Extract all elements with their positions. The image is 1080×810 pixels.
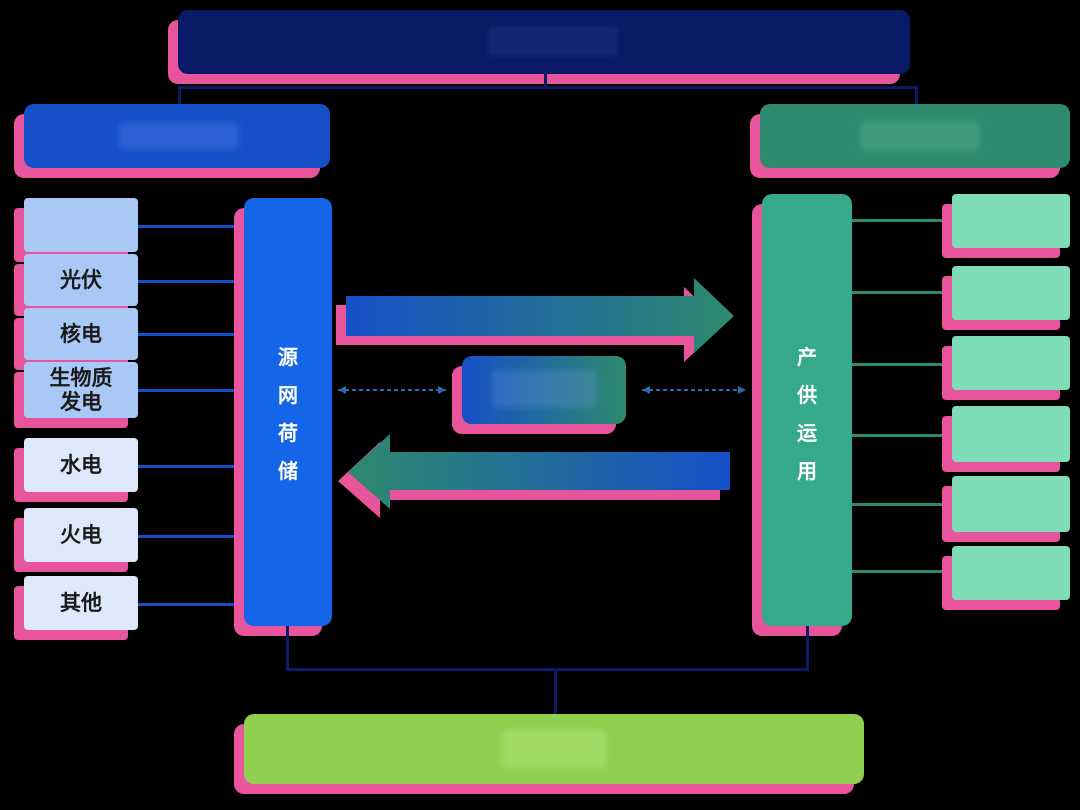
bottom-connector-horizontal bbox=[286, 668, 809, 671]
bottom-connector-center bbox=[554, 668, 557, 714]
source-label: 核电 bbox=[60, 321, 102, 346]
source-grid-load-storage-column: 源 网 荷 储 bbox=[244, 198, 332, 626]
consumer-item bbox=[952, 546, 1070, 600]
source-connector bbox=[138, 465, 244, 468]
source-label: 生物质 发电 bbox=[49, 365, 113, 414]
center-platform-placeholder bbox=[492, 370, 596, 408]
top-connector-center bbox=[544, 74, 547, 88]
source-connector bbox=[138, 389, 244, 392]
source-item-other: 其他 bbox=[24, 576, 138, 630]
column-char: 网 bbox=[278, 383, 298, 407]
column-char: 荷 bbox=[278, 421, 298, 445]
top-connector-left bbox=[178, 86, 181, 104]
consumer-item bbox=[952, 194, 1070, 248]
source-item-thermal: 火电 bbox=[24, 508, 138, 562]
consumer-item bbox=[952, 336, 1070, 390]
column-char: 供 bbox=[797, 383, 817, 407]
consumer-connector bbox=[852, 363, 952, 366]
bottom-summary-placeholder bbox=[502, 730, 606, 768]
column-char: 产 bbox=[797, 345, 817, 369]
right-header-box bbox=[760, 104, 1070, 168]
column-char: 运 bbox=[797, 421, 817, 445]
production-supply-operation-use-column: 产 供 运 用 bbox=[762, 194, 852, 626]
top-title-placeholder bbox=[488, 26, 618, 56]
source-item-blank bbox=[24, 198, 138, 252]
consumer-connector bbox=[852, 570, 952, 573]
consumer-item bbox=[952, 476, 1070, 532]
top-title-box bbox=[178, 10, 910, 74]
source-item-hydro: 水电 bbox=[24, 438, 138, 492]
source-item-solar: 光伏 bbox=[24, 254, 138, 306]
column-char: 源 bbox=[278, 345, 298, 369]
column-char: 储 bbox=[278, 459, 298, 483]
source-label: 水电 bbox=[60, 452, 102, 477]
source-item-nuclear: 核电 bbox=[24, 308, 138, 360]
top-connector-right bbox=[915, 86, 918, 104]
consumer-connector bbox=[852, 291, 952, 294]
consumer-item bbox=[952, 266, 1070, 320]
source-connector bbox=[138, 280, 244, 283]
source-connector bbox=[138, 535, 244, 538]
bottom-connector-left bbox=[286, 626, 289, 670]
consumer-connector bbox=[852, 503, 952, 506]
column-char: 用 bbox=[797, 459, 817, 483]
left-header-box bbox=[24, 104, 330, 168]
consumer-connector bbox=[852, 434, 952, 437]
source-label: 火电 bbox=[60, 522, 102, 547]
right-header-placeholder bbox=[860, 122, 980, 150]
source-connector bbox=[138, 333, 244, 336]
consumer-connector bbox=[852, 219, 952, 222]
source-item-biomass: 生物质 发电 bbox=[24, 362, 138, 418]
consumer-item bbox=[952, 406, 1070, 462]
left-header-placeholder bbox=[119, 122, 239, 150]
source-label: 其他 bbox=[60, 590, 102, 615]
bottom-summary-box bbox=[244, 714, 864, 784]
source-connector bbox=[138, 225, 244, 228]
source-connector bbox=[138, 603, 244, 606]
source-label: 光伏 bbox=[60, 267, 102, 292]
top-connector-horizontal bbox=[178, 86, 918, 89]
center-platform-box bbox=[462, 356, 626, 424]
bottom-connector-right bbox=[806, 626, 809, 670]
